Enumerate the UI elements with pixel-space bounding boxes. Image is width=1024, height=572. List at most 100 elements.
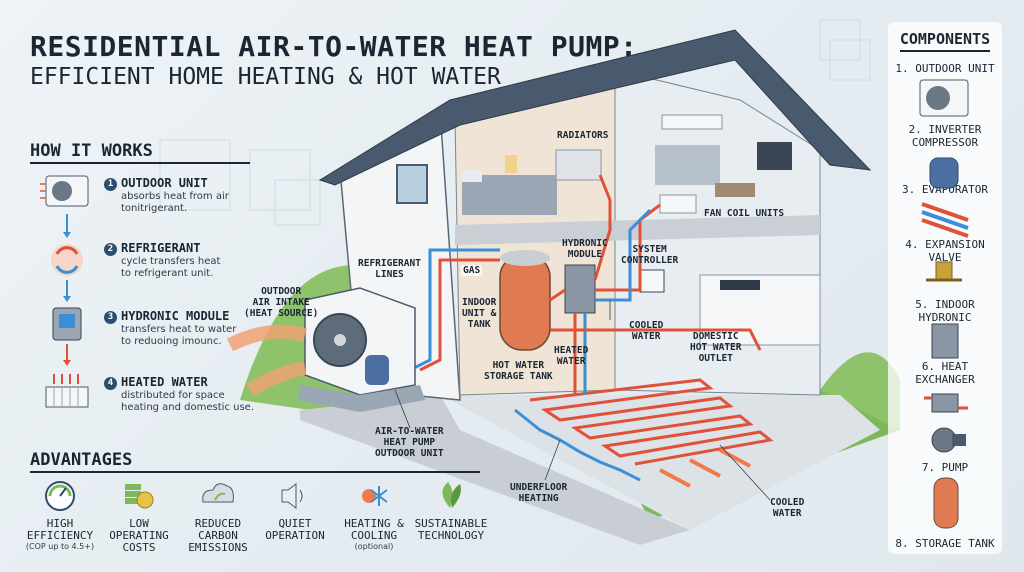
- hydronic-module: [564, 264, 596, 314]
- expansion-valve-component-icon: [926, 261, 962, 282]
- pillow: [462, 170, 482, 182]
- foundation: [300, 395, 690, 545]
- mid-floor: [455, 215, 820, 245]
- fan-coil-unit: [659, 194, 697, 214]
- step-2-title: REFRIGERANT: [121, 241, 201, 255]
- step-2-number: 2: [104, 243, 117, 256]
- radiator-upper: [555, 149, 602, 181]
- label-hot-water-storage-tank: HOT WATER STORAGE TANK: [484, 360, 553, 382]
- step-4-number: 4: [104, 377, 117, 390]
- label-hydronic-module: HYDRONIC MODULE: [562, 238, 608, 260]
- cloud-leaf-icon: [202, 483, 234, 503]
- dhw-pipe: [550, 328, 762, 351]
- label-cooled-water-top: COOLED WATER: [629, 320, 664, 342]
- label-refrigerant-lines: REFRIGERANT LINES: [358, 258, 421, 280]
- advantage-costs: LOW OPERATING COSTS: [109, 517, 169, 554]
- fan-hub: [334, 334, 346, 346]
- compressor-component-icon: [929, 157, 959, 189]
- label-heated-water: HEATED WATER: [554, 345, 589, 367]
- advantage-efficiency: HIGH EFFICIENCY (COP up to 4.5+): [25, 517, 95, 552]
- evaporator-component-icon: [921, 202, 969, 238]
- underfloor-heating: [514, 378, 774, 482]
- coffee-table: [715, 183, 755, 197]
- speaker-icon: [281, 483, 303, 509]
- heated-water-icon: [45, 374, 89, 408]
- advantage-quiet: QUIET OPERATION: [265, 517, 325, 542]
- step-3: 3 HYDRONIC MODULE transfers heat to water…: [104, 309, 264, 348]
- advantage-heating-cooling: HEATING & COOLING (optional): [344, 517, 404, 552]
- sun-snowflake-icon: [362, 486, 388, 506]
- label-domestic-hot-water: DOMESTIC HOT WATER OUTLET: [690, 331, 742, 364]
- airflow-arrow-bottom: [246, 361, 307, 397]
- tank-top: [500, 250, 550, 266]
- hydronic-module-icon: [52, 307, 82, 341]
- step-1-title: OUTDOOR UNIT: [121, 176, 208, 190]
- advantages-icons: [45, 481, 461, 511]
- label-outdoor-unit-caption: AIR-TO-WATER HEAT PUMP OUTDOOR UNIT: [375, 426, 444, 459]
- advantages-divider: [30, 471, 480, 473]
- refrigerant-cycle-icon: [51, 244, 83, 276]
- step-1-number: 1: [104, 178, 117, 191]
- cooled-water-pipe: [595, 208, 652, 302]
- cooktop: [720, 280, 760, 290]
- warm-air-arrows: [659, 448, 751, 488]
- label-underfloor-heating: UNDERFLOOR HEATING: [510, 482, 568, 504]
- components-divider: [900, 50, 990, 52]
- leaves-icon: [442, 482, 461, 508]
- step-4-title: HEATED WATER: [121, 375, 208, 389]
- label-outdoor-air-intake: OUTDOOR AIR INTAKE (HEAT SOURCE): [244, 286, 319, 319]
- refrigerant-pipe-cold: [409, 248, 500, 372]
- refrigerant-pipe-hot: [419, 258, 500, 372]
- roof: [318, 29, 872, 186]
- label-fan-coil-units: FAN COIL UNITS: [704, 208, 785, 219]
- how-it-works-heading: HOW IT WORKS: [30, 141, 153, 161]
- left-window: [396, 164, 428, 204]
- page-subtitle: EFFICIENT HOME HEATING & HOT WATER: [30, 64, 501, 90]
- hydronic-component-icon: [931, 323, 959, 359]
- how-it-works-divider: [30, 162, 250, 164]
- storage-tank-component-icon: [933, 477, 959, 529]
- advantages-heading: ADVANTAGES: [30, 450, 133, 470]
- floor-slab: [440, 395, 880, 530]
- grass-bush: [820, 352, 900, 430]
- coins-icon: [125, 484, 154, 509]
- component-evaporator-label: 3. EVAPORATOR: [901, 183, 989, 196]
- label-cooled-water-bottom: COOLED WATER: [770, 497, 805, 519]
- outdoor-unit-icon: [40, 175, 89, 207]
- gauge-icon: [45, 481, 75, 511]
- compressor: [365, 355, 389, 385]
- sofa: [655, 145, 720, 185]
- tv: [757, 142, 792, 170]
- label-gas: GAS: [461, 265, 483, 276]
- advantage-sustainable: SUSTAINABLE TECHNOLOGY: [414, 517, 488, 542]
- component-outdoor-unit-label: 1. OUTDOOR UNIT: [895, 62, 995, 75]
- outdoor-unit-component-icon: [919, 79, 969, 117]
- heat-exchanger-component-icon: [924, 393, 968, 413]
- component-storage-tank-label: 8. STORAGE TANK: [895, 537, 995, 550]
- page-title: RESIDENTIAL AIR-TO-WATER HEAT PUMP:: [30, 30, 638, 63]
- step-3-title: HYDRONIC MODULE: [121, 309, 230, 323]
- wall-ac: [661, 114, 723, 130]
- heated-water-pipe: [549, 203, 661, 302]
- component-pump-label: 7. PUMP: [921, 461, 969, 474]
- lamp: [505, 155, 517, 173]
- how-it-works-icons: [40, 175, 89, 408]
- pump-component-icon: [931, 427, 966, 453]
- label-radiators: RADIATORS: [557, 130, 609, 141]
- step-3-number: 3: [104, 311, 117, 324]
- airflow-arrow-top: [226, 324, 307, 352]
- label-indoor-unit-tank: INDOOR UNIT & TANK: [462, 297, 497, 330]
